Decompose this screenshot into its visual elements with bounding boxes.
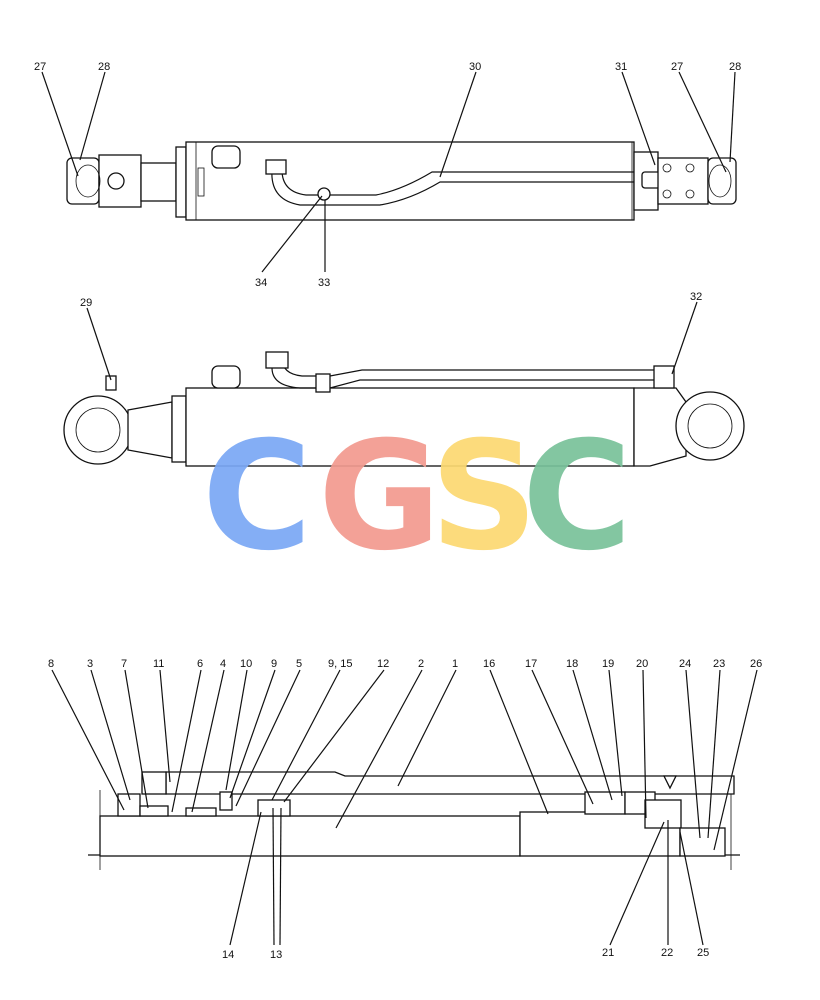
callout-label: 2 xyxy=(418,658,424,670)
callout-label: 3 xyxy=(87,658,93,670)
callout-label: 18 xyxy=(566,658,578,670)
callout-label: 16 xyxy=(483,658,495,670)
top-view xyxy=(66,141,737,221)
callout-label: 29 xyxy=(80,297,92,309)
callouts-side: 29 32 xyxy=(80,291,702,309)
callout-label: 7 xyxy=(121,658,127,670)
callout-label: 6 xyxy=(197,658,203,670)
callout-label: 9 xyxy=(271,658,277,670)
callout-label: 9, 15 xyxy=(328,658,352,670)
top-view-leaders xyxy=(41,71,736,273)
callout-label: 28 xyxy=(729,61,741,73)
callout-label: 11 xyxy=(153,658,164,670)
callout-label: 10 xyxy=(240,658,252,670)
callout-label: 23 xyxy=(713,658,725,670)
callout-label: 31 xyxy=(615,61,627,73)
callout-label: 24 xyxy=(679,658,691,670)
watermark-letter: G xyxy=(318,410,441,584)
callout-label: 5 xyxy=(296,658,302,670)
callout-label: 20 xyxy=(636,658,648,670)
section-view xyxy=(88,771,740,870)
callout-label: 22 xyxy=(661,947,673,959)
callout-label: 26 xyxy=(750,658,762,670)
callout-label: 1 xyxy=(452,658,458,670)
callout-label: 33 xyxy=(318,277,330,289)
side-view xyxy=(63,351,745,467)
section-view-leaders xyxy=(51,669,758,946)
callout-label: 32 xyxy=(690,291,702,303)
callout-label: 21 xyxy=(602,947,614,959)
watermark-logo: C G S C xyxy=(202,410,632,584)
callout-label: 30 xyxy=(469,61,481,73)
callout-label: 25 xyxy=(697,947,709,959)
watermark-letter: C xyxy=(522,410,632,584)
callout-label: 27 xyxy=(671,61,683,73)
callout-label: 34 xyxy=(255,277,267,289)
watermark-letter: S xyxy=(430,410,538,584)
callout-label: 17 xyxy=(525,658,537,670)
callout-label: 12 xyxy=(377,658,389,670)
callout-label: 4 xyxy=(220,658,226,670)
callouts-top: 27 28 30 31 27 28 34 33 xyxy=(34,61,741,289)
callout-label: 14 xyxy=(222,949,234,961)
callout-label: 28 xyxy=(98,61,110,73)
callout-label: 8 xyxy=(48,658,54,670)
callouts-section: 8 3 7 11 6 4 10 9 5 9, 15 12 2 1 16 17 1… xyxy=(48,658,762,961)
callout-label: 13 xyxy=(270,949,282,961)
watermark-letter: C xyxy=(202,410,312,584)
callout-label: 27 xyxy=(34,61,46,73)
callout-label: 19 xyxy=(602,658,614,670)
side-view-leaders xyxy=(86,301,698,381)
